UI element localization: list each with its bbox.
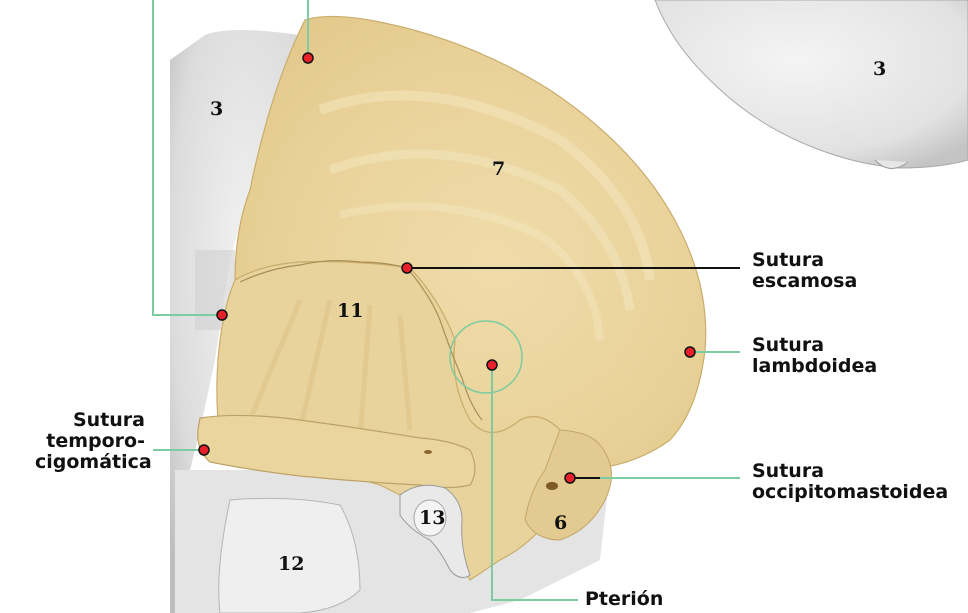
label-line: Sutura (752, 335, 877, 356)
label-line: occipitomastoidea (752, 482, 948, 503)
label-line: Pterión (585, 589, 663, 610)
bone-number-11: 11 (337, 300, 363, 322)
label-line: lambdoidea (752, 356, 877, 377)
label-line: Sutura (35, 410, 145, 431)
point-top-suture (303, 53, 313, 63)
label-line: Sutura (752, 250, 857, 271)
bone-number-6: 6 (554, 512, 567, 534)
label-sutura-escamosa: Sutura escamosa (752, 250, 857, 292)
label-line: escamosa (752, 271, 857, 292)
point-escamosa (402, 263, 412, 273)
bone-number-3-right: 3 (873, 58, 886, 80)
label-sutura-temporocigomatica: Sutura temporo- cigomática (35, 410, 145, 473)
label-line: temporo- (35, 431, 145, 452)
right-skull-gray (655, 0, 968, 168)
bone-number-13: 13 (419, 507, 445, 529)
label-sutura-occipitomastoidea: Sutura occipitomastoidea (752, 461, 948, 503)
point-temporocigomatica (199, 445, 209, 455)
label-line: Sutura (752, 461, 948, 482)
bone-number-7: 7 (492, 158, 505, 180)
point-lambdoidea (685, 347, 695, 357)
label-sutura-lambdoidea: Sutura lambdoidea (752, 335, 877, 377)
label-pterion: Pterión (585, 589, 663, 610)
bone-number-12: 12 (278, 553, 304, 575)
label-line: cigomática (35, 452, 145, 473)
point-sphenosquamous (217, 310, 227, 320)
point-occipitomastoidea (565, 473, 575, 483)
bone-number-3-left: 3 (210, 98, 223, 120)
point-pterion (487, 360, 497, 370)
